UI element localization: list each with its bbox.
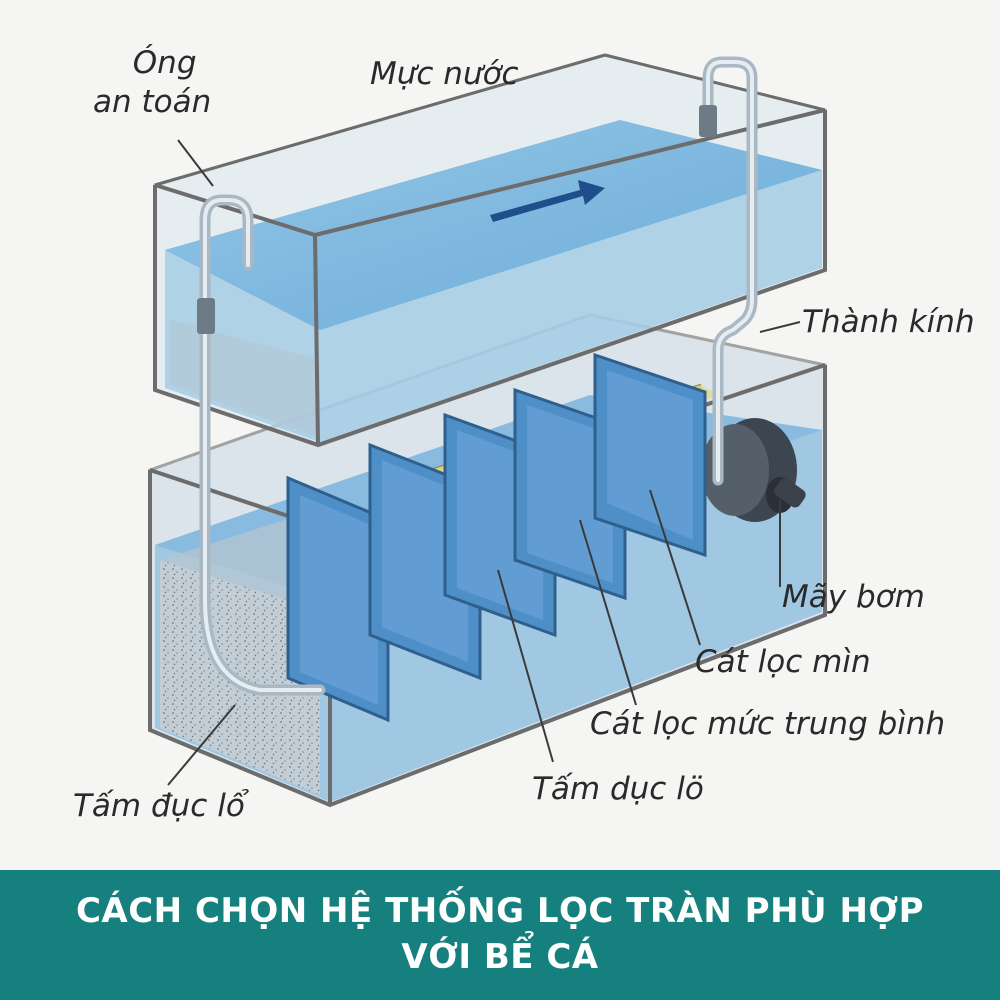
perforated-plates xyxy=(286,352,707,723)
safety-tube xyxy=(197,194,326,696)
label-perforated-plate-center: Tấm dục lö xyxy=(532,771,704,807)
label-safety-tube: Óng an toán xyxy=(93,45,212,120)
water-surface xyxy=(165,120,822,330)
label-pump: Mãy bơm xyxy=(782,579,925,615)
label-medium-sand: Cát lọc mức trung bình xyxy=(590,706,946,742)
leader-lines xyxy=(167,139,801,786)
label-fine-sand: Cát lọc mìn xyxy=(695,644,871,680)
upper-tank xyxy=(153,53,827,448)
banner-title-line2: VỚI BỂ CÁ xyxy=(401,937,599,977)
title-banner: CÁCH CHỌN HỆ THỐNG LỌC TRÀN PHÙ HỢP VỚI … xyxy=(0,870,1000,1000)
label-water-level: Mực nước xyxy=(370,56,519,92)
label-perforated-plate-left: Tấm đục lổ xyxy=(73,788,245,824)
label-glass-wall: Thành kính xyxy=(802,304,975,340)
banner-title-line1: CÁCH CHỌN HỆ THỐNG LỌC TRÀN PHÙ HỢP xyxy=(75,891,925,932)
return-tube xyxy=(699,56,758,486)
overflow-filter-diagram xyxy=(148,53,827,808)
flow-arrow-icon xyxy=(490,180,605,222)
